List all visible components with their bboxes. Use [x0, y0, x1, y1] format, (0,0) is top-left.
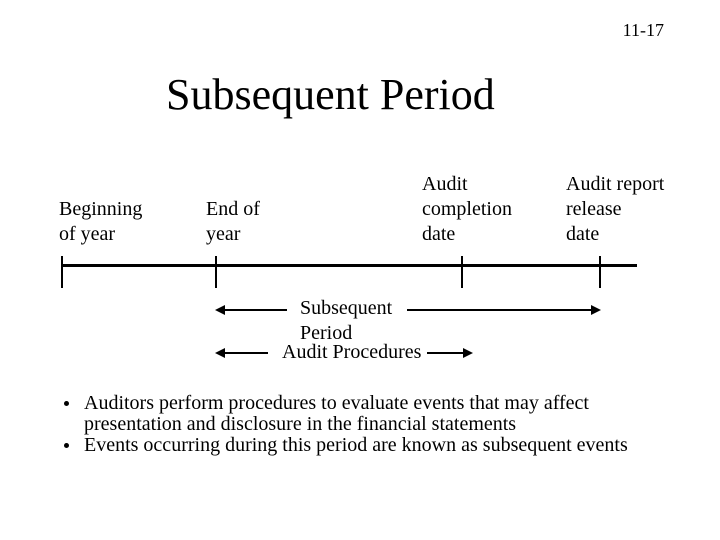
bullet-list: Auditors perform procedures to evaluate …	[64, 393, 656, 456]
timeline-label-audit-report-release-date: Audit report release date	[566, 173, 665, 245]
audit-procedures-label: Audit Procedures	[282, 341, 422, 363]
audit-procedures-left-arrow-icon	[215, 348, 268, 358]
slide-title: Subsequent Period	[166, 70, 495, 119]
list-item: Auditors perform procedures to evaluate …	[64, 393, 656, 435]
timeline-label-end-of-year: End of year	[206, 198, 260, 245]
timeline-label-audit-completion-date: Audit completion date	[422, 173, 512, 245]
timeline-tick-audit-report-release-date	[599, 256, 601, 288]
bullet-text-auditors-procedures: Auditors perform procedures to evaluate …	[84, 392, 589, 435]
bullet-icon	[64, 443, 69, 448]
timeline-label-beginning-of-year: Beginning of year	[59, 198, 143, 245]
timeline-tick-beginning-of-year	[61, 256, 63, 288]
audit-procedures-right-arrow-icon	[427, 348, 473, 358]
timeline-tick-end-of-year	[215, 256, 217, 288]
subsequent-period-label: Subsequent Period	[300, 297, 393, 344]
bullet-icon	[64, 401, 69, 406]
subsequent-period-right-arrow-icon	[407, 305, 601, 315]
subsequent-period-left-arrow-icon	[215, 305, 287, 315]
timeline-tick-audit-completion-date	[461, 256, 463, 288]
slide-number: 11-17	[622, 20, 664, 40]
bullet-text-subsequent-events: Events occurring during this period are …	[84, 434, 628, 456]
list-item: Events occurring during this period are …	[64, 435, 656, 456]
timeline-axis	[62, 264, 637, 267]
